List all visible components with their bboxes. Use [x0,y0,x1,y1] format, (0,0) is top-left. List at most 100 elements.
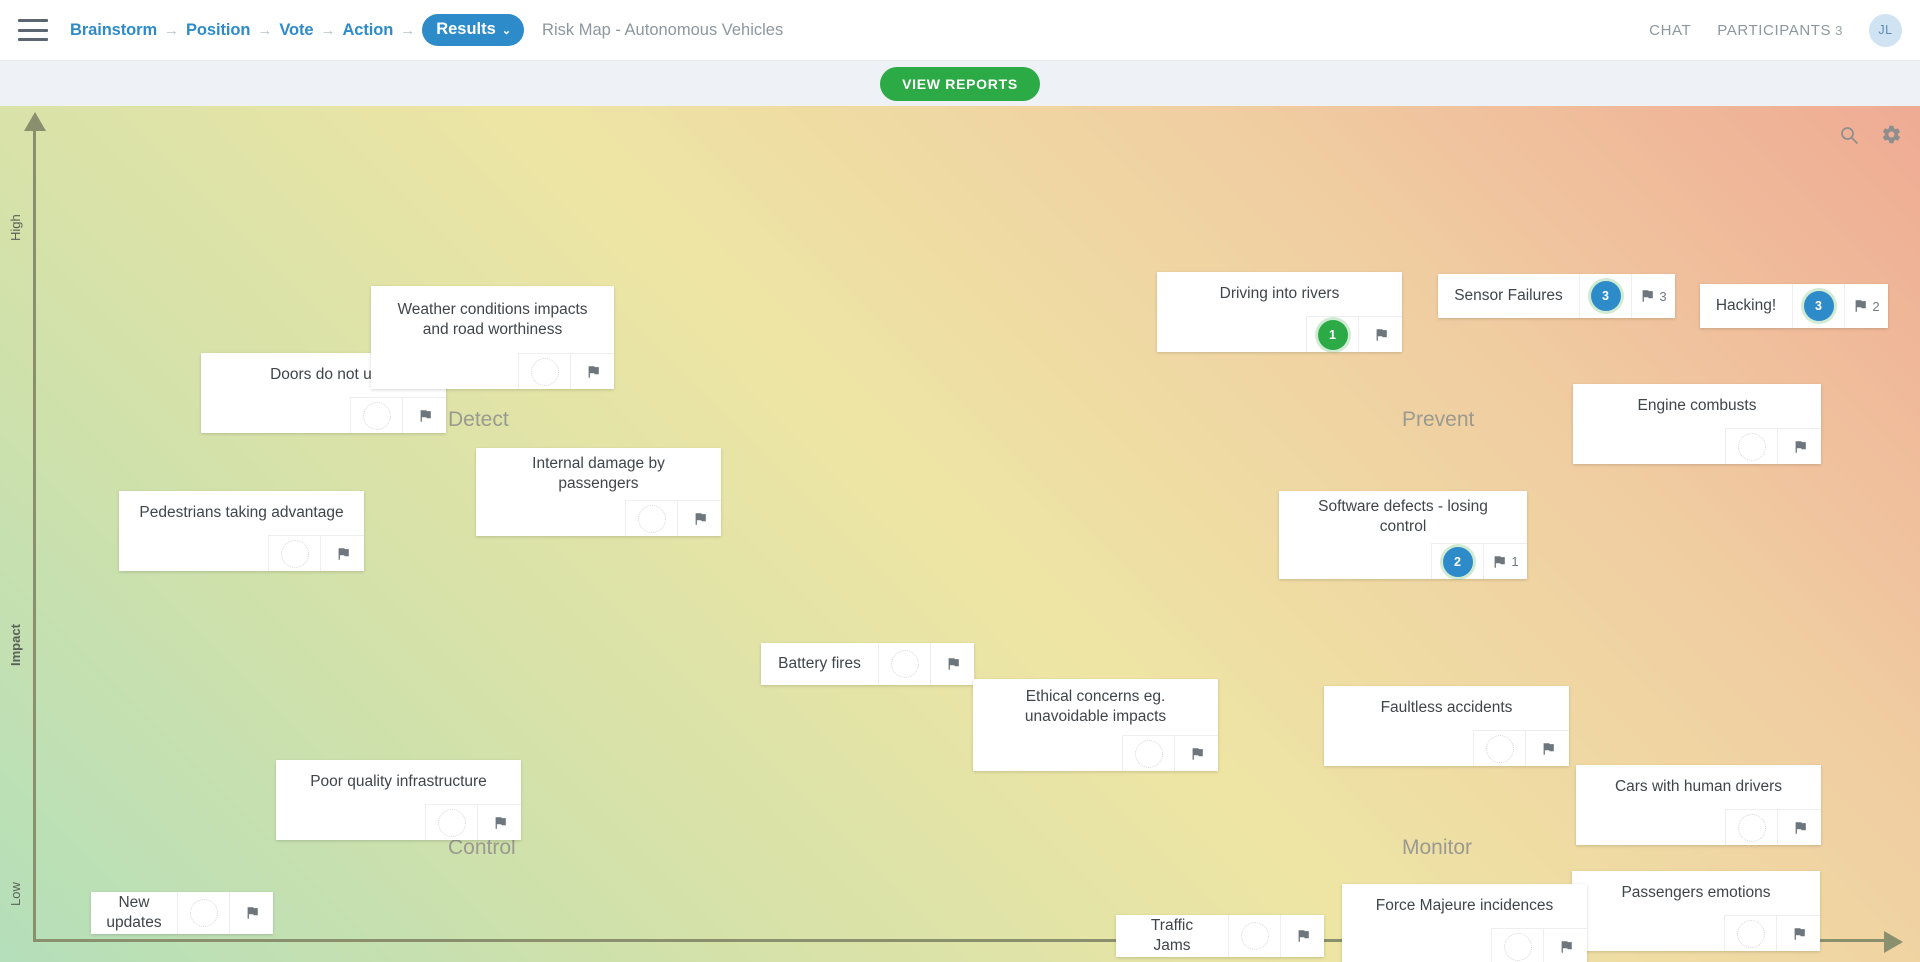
breadcrumb-item-results-label: Results [436,20,496,38]
vote-cell[interactable] [1473,730,1525,766]
idea-card[interactable]: Traffic Jams [1116,915,1324,957]
idea-card[interactable]: Ethical concerns eg. unavoidable impacts [973,679,1218,771]
flag-cell[interactable] [930,643,974,685]
search-icon[interactable] [1839,125,1859,145]
vote-placeholder-circle[interactable] [1736,919,1765,948]
idea-card[interactable]: Battery fires [761,643,974,685]
x-axis-line [33,939,1888,942]
idea-card[interactable]: Passengers emotions [1572,871,1820,951]
risk-map-canvas[interactable]: High Impact Low Low Likelihood High Dete… [0,106,1920,962]
vote-count-badge[interactable]: 2 [1442,546,1473,577]
vote-cell[interactable] [1724,915,1776,951]
flag-cell[interactable] [402,397,446,433]
flag-cell[interactable] [229,892,273,934]
breadcrumb-item-brainstorm[interactable]: Brainstorm [70,20,158,39]
flag-cell[interactable]: 1 [1483,543,1527,579]
vote-cell[interactable] [177,892,229,934]
hamburger-menu-icon[interactable] [18,19,48,41]
idea-card[interactable]: New updates [91,892,273,934]
vote-placeholder-circle[interactable] [189,899,218,927]
flag-count: 3 [1659,288,1667,304]
vote-count-badge[interactable]: 3 [1590,281,1621,311]
vote-cell[interactable] [1491,928,1543,962]
idea-card[interactable]: Poor quality infrastructure [276,760,521,840]
hamburger-bar [18,38,48,41]
flag-count: 2 [1872,298,1880,314]
vote-placeholder-circle[interactable] [1240,922,1269,950]
flag-cell[interactable] [1280,915,1324,957]
vote-count-badge[interactable]: 1 [1317,319,1348,350]
breadcrumb-item-position[interactable]: Position [186,20,251,39]
vote-placeholder-circle[interactable] [437,808,466,837]
idea-card[interactable]: Engine combusts [1573,384,1821,464]
vote-placeholder-circle[interactable] [1485,734,1514,763]
vote-placeholder-circle[interactable] [1134,739,1163,768]
vote-cell[interactable] [518,353,570,389]
idea-card[interactable]: Faultless accidents [1324,686,1569,766]
vote-cell[interactable] [268,535,320,571]
vote-placeholder-circle[interactable] [1503,932,1532,961]
flag-cell[interactable] [1543,928,1587,962]
breadcrumb-item-vote[interactable]: Vote [279,20,314,39]
flag-cell[interactable]: 2 [1844,284,1888,328]
idea-card-title: Cars with human drivers [1614,778,1783,796]
vote-placeholder-circle[interactable] [362,401,391,430]
vote-placeholder-circle[interactable] [890,650,919,678]
flag-cell[interactable] [320,535,364,571]
vote-cell[interactable] [1228,915,1280,957]
flag-cell[interactable] [570,353,614,389]
flag-icon [1642,290,1654,302]
idea-card[interactable]: Weather conditions impacts and road wort… [371,286,614,389]
vote-cell[interactable] [1725,428,1777,464]
vote-cell[interactable]: 3 [1792,284,1844,328]
vote-placeholder-circle[interactable] [1737,432,1766,461]
hamburger-bar [18,28,48,32]
page-title: Risk Map - Autonomous Vehicles [542,20,784,39]
view-reports-button[interactable]: VIEW REPORTS [880,66,1040,101]
idea-card[interactable]: Cars with human drivers [1576,765,1821,845]
flag-icon [1298,930,1309,942]
vote-placeholder-circle[interactable] [280,539,309,568]
breadcrumb-arrow-icon: → [400,21,416,39]
vote-cell[interactable] [878,643,930,685]
vote-cell[interactable] [1725,809,1777,845]
vote-cell[interactable]: 2 [1431,543,1483,579]
vote-cell[interactable] [350,397,402,433]
chat-button[interactable]: CHAT [1649,21,1692,39]
sub-toolbar: VIEW REPORTS [0,61,1920,106]
vote-placeholder-circle[interactable] [1737,813,1766,842]
avatar[interactable]: JL [1869,13,1902,47]
breadcrumb-item-results[interactable]: Results ⌄ [422,14,525,46]
idea-card-title: Hacking! [1715,297,1777,315]
flag-cell[interactable] [677,500,721,536]
vote-placeholder-circle[interactable] [530,357,559,386]
flag-cell[interactable]: 3 [1631,274,1675,318]
flag-cell[interactable] [1777,428,1821,464]
flag-cell[interactable] [1358,316,1402,352]
vote-count-badge[interactable]: 3 [1803,291,1834,321]
idea-card[interactable]: Force Majeure incidences [1342,884,1587,962]
flag-cell[interactable] [477,804,521,840]
vote-cell[interactable]: 1 [1306,316,1358,352]
vote-cell[interactable] [1122,735,1174,771]
idea-card[interactable]: Pedestrians taking advantage [119,491,364,571]
flag-cell[interactable] [1777,809,1821,845]
flag-cell[interactable] [1174,735,1218,771]
idea-card[interactable]: Hacking! 3 2 [1700,284,1888,328]
idea-card[interactable]: Internal damage by passengers [476,448,721,536]
gear-icon[interactable] [1881,124,1902,145]
idea-card-footer [201,397,446,433]
flag-icon [1561,940,1572,953]
flag-icon [1543,742,1554,755]
vote-placeholder-circle[interactable] [637,504,666,533]
vote-cell[interactable]: 3 [1579,274,1631,318]
vote-cell[interactable] [625,500,677,536]
breadcrumb-item-action[interactable]: Action [342,20,394,39]
flag-cell[interactable] [1525,730,1569,766]
vote-cell[interactable] [425,804,477,840]
flag-cell[interactable] [1776,915,1820,951]
